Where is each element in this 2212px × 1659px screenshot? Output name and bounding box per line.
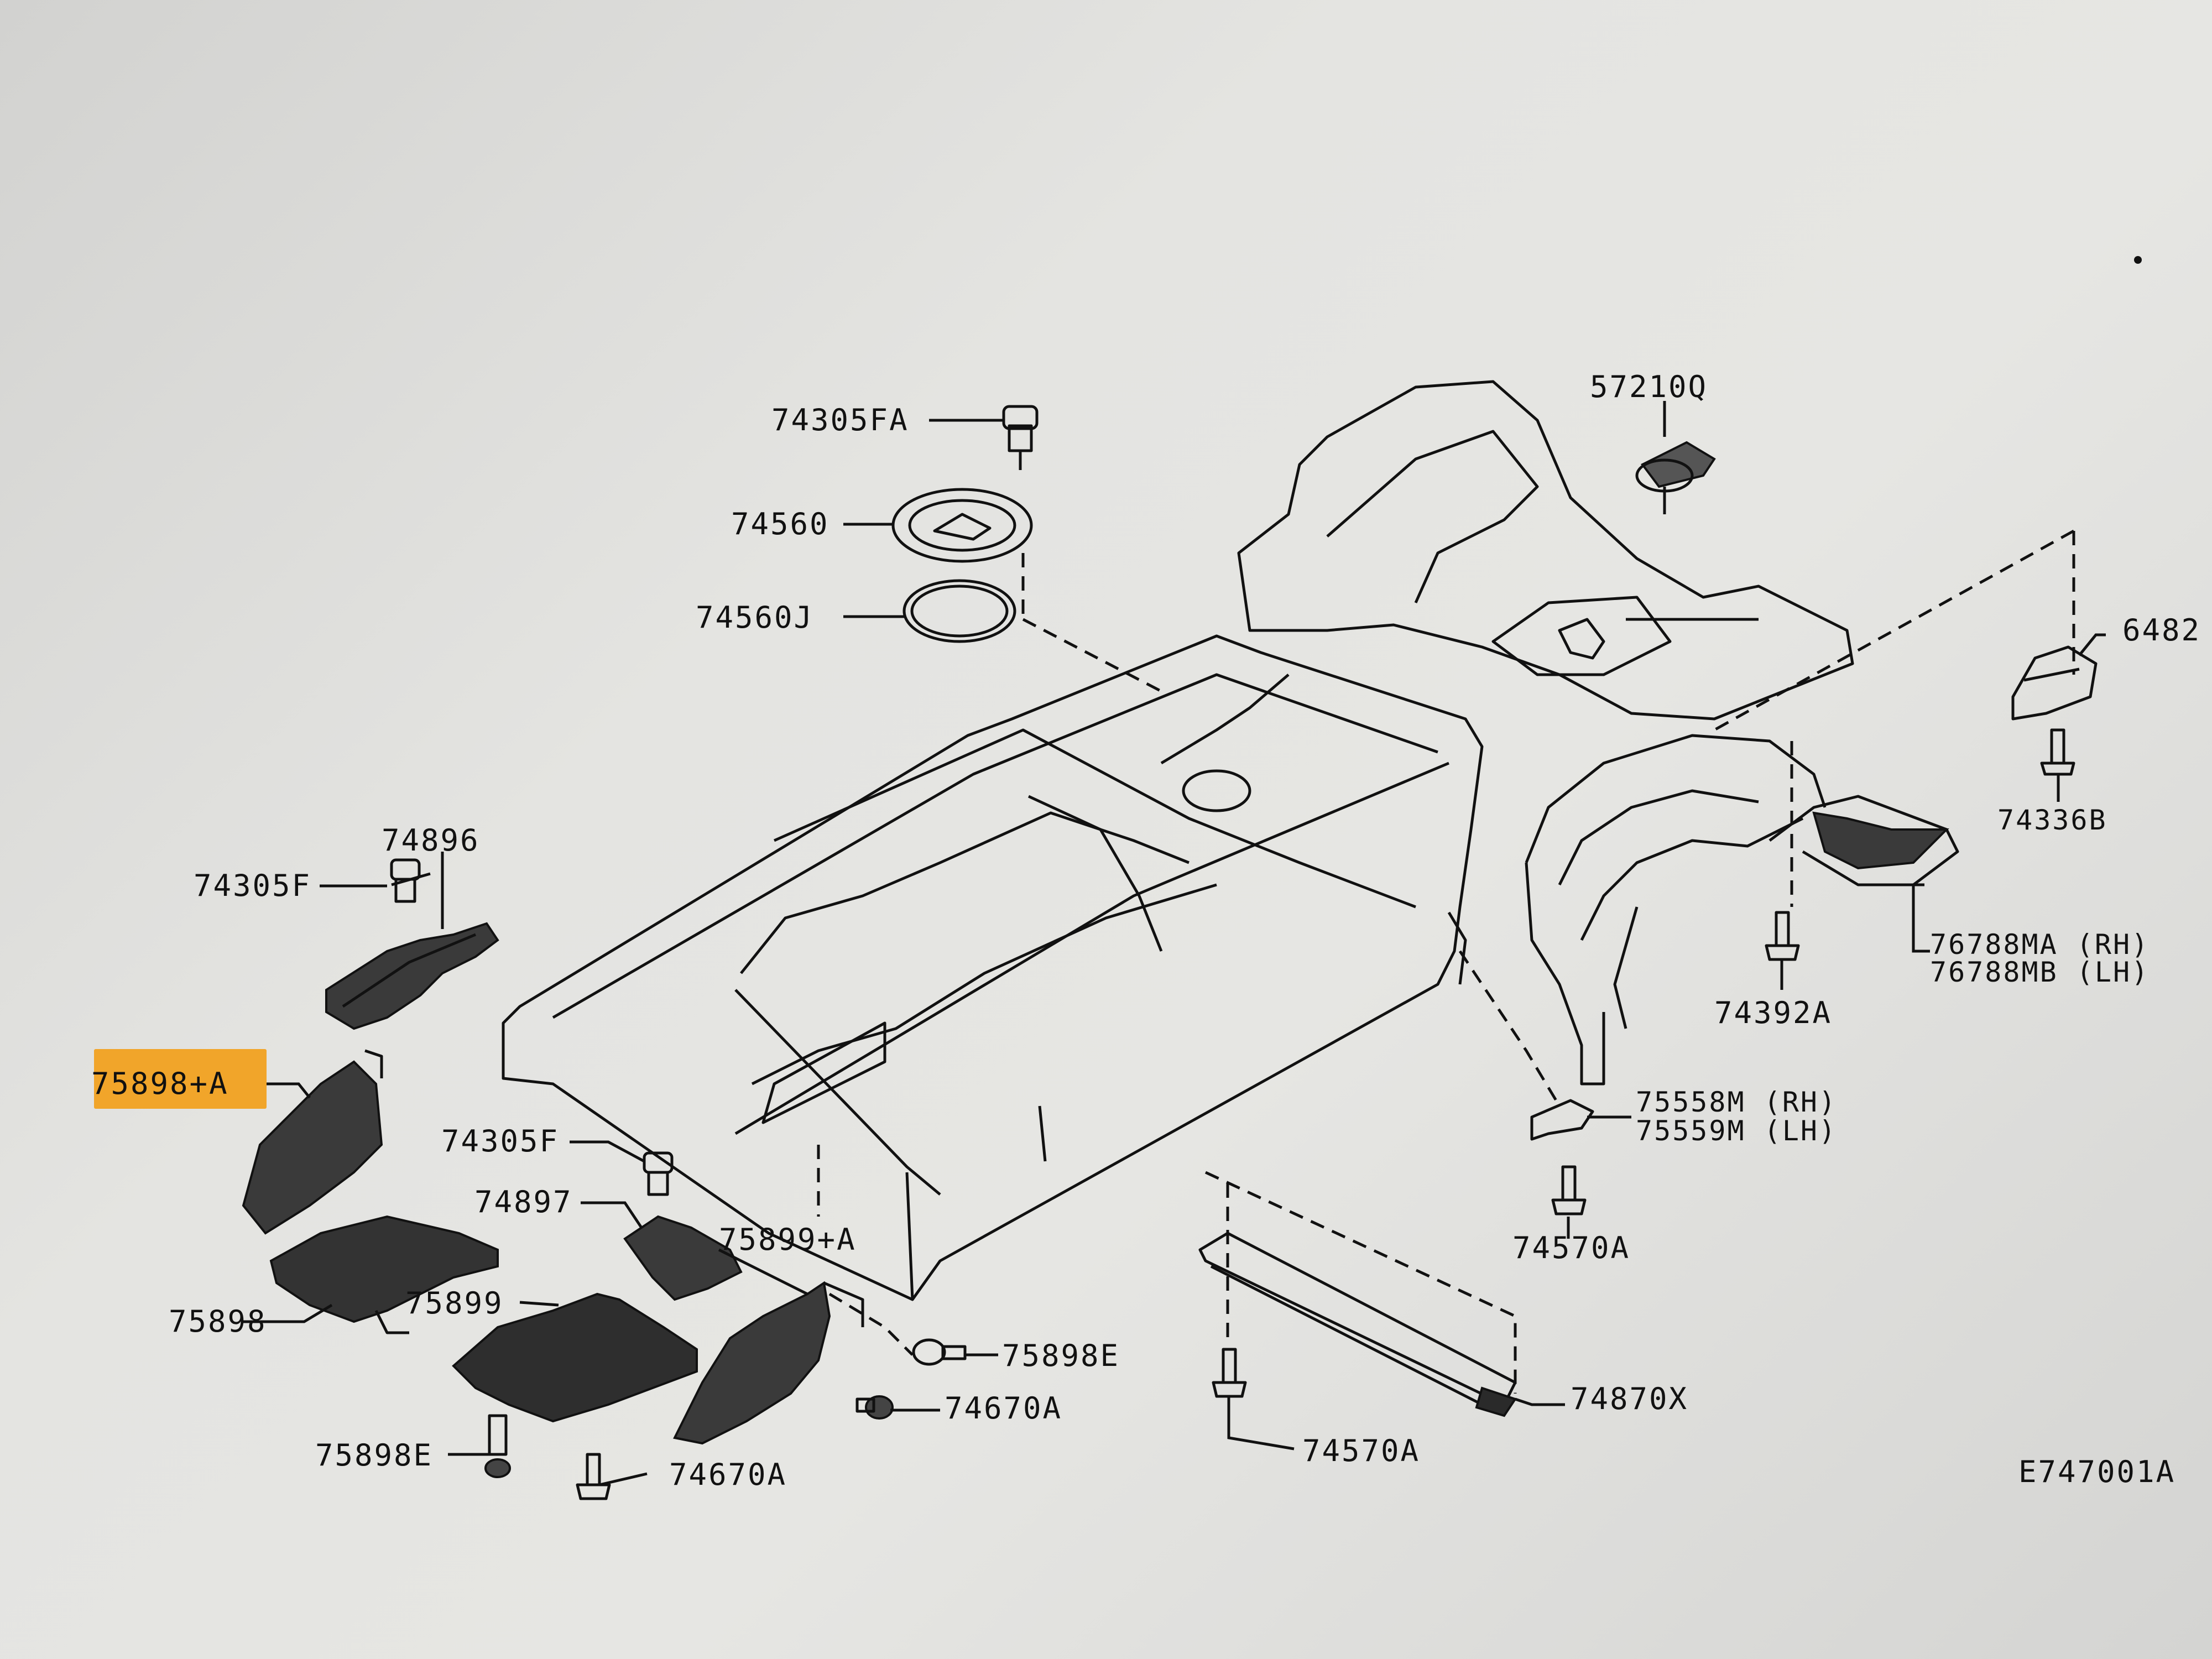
bracket-75558M — [1530, 1099, 1594, 1141]
label-74896: 74896 — [382, 823, 480, 858]
label-75898E-right: 75898E — [1002, 1338, 1120, 1373]
label-74392A: 74392A — [1714, 995, 1832, 1030]
bolt-74570A-bottom — [1212, 1348, 1247, 1398]
cover-75899 — [452, 1292, 698, 1423]
clip-74305FA — [1002, 405, 1039, 470]
clip-74305F-upper — [390, 858, 421, 903]
gasket-74560J — [902, 579, 1016, 643]
label-75898: 75898 — [169, 1304, 267, 1339]
label-74897: 74897 — [474, 1185, 573, 1219]
cover-74896 — [325, 922, 499, 1030]
label-6482: 6482 — [2122, 613, 2201, 648]
label-57210Q: 57210Q — [1590, 369, 1708, 404]
label-74560: 74560 — [731, 507, 830, 541]
clip-74305F-lower — [643, 1151, 674, 1196]
leader-lines — [243, 401, 2106, 1486]
fastener-74670A-right — [855, 1395, 894, 1420]
label-74570A-right: 74570A — [1512, 1230, 1630, 1265]
cover-75898 — [269, 1215, 499, 1334]
label-75898A: 75898+A — [91, 1066, 229, 1101]
fastener-75898E-right — [912, 1338, 967, 1366]
label-74560J: 74560J — [696, 600, 813, 635]
label-75558M: 75558M (RH) — [1636, 1086, 1837, 1118]
bracket-6482 — [2011, 645, 2098, 721]
bolt-74336B — [2040, 728, 2075, 776]
label-75899: 75899 — [405, 1286, 504, 1321]
label-76788MB: 76788MB (LH) — [1930, 956, 2150, 988]
bracket-57210Q — [1635, 441, 1716, 514]
cross-member — [1198, 1232, 1517, 1417]
bolt-74392A — [1765, 911, 1800, 961]
label-75559M: 75559M (LH) — [1636, 1115, 1837, 1147]
fastener-75898E-left — [484, 1414, 511, 1478]
label-75898E-left: 75898E — [315, 1438, 433, 1473]
reference-lines — [817, 529, 2075, 1394]
label-76788MA: 76788MA (RH) — [1930, 928, 2150, 961]
label-74670A-bottom: 74670A — [669, 1457, 787, 1492]
part-labels: 74305FA 74560 74560J 57210Q 6482 74336B … — [91, 369, 2201, 1492]
cover-74897 — [623, 1215, 743, 1301]
bolt-74570A-right — [1551, 1165, 1587, 1215]
cover-75899A — [673, 1281, 864, 1445]
label-74305F-upper: 74305F — [194, 868, 311, 903]
fastener-74670A-bottom — [576, 1453, 611, 1500]
under-covers — [242, 922, 864, 1445]
label-74570A-bottom: 74570A — [1302, 1433, 1420, 1468]
plug-74560 — [891, 488, 1033, 563]
label-74305FA: 74305FA — [771, 403, 909, 437]
label-74670A-right: 74670A — [945, 1391, 1062, 1426]
wheel-house — [1525, 734, 1959, 1086]
label-75899A: 75899+A — [719, 1222, 857, 1257]
stray-dot — [2134, 256, 2142, 264]
label-74336B: 74336B — [1997, 804, 2107, 836]
cover-75898A — [242, 1049, 383, 1235]
label-74305F-lower: 74305F — [441, 1124, 559, 1159]
highlight-marker — [94, 1049, 267, 1109]
floor-panel — [502, 634, 1484, 1301]
label-74870X: 74870X — [1571, 1381, 1688, 1416]
rear-floor — [1237, 380, 1854, 721]
diagram-code: E747001A — [2018, 1454, 2176, 1489]
